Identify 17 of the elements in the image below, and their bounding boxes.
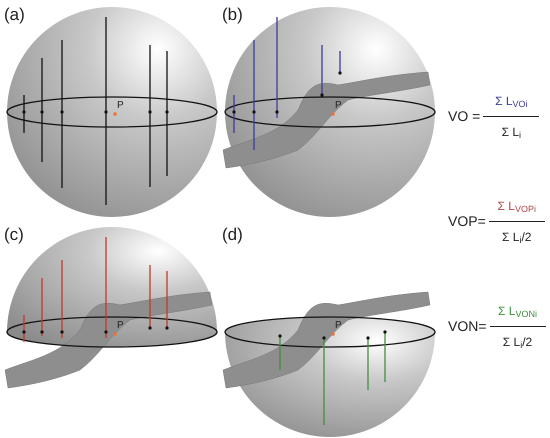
panel-label: (c) [4, 224, 24, 246]
formula-name: VON= [448, 317, 487, 336]
point-label: P [335, 319, 342, 333]
denominator: Σ L$_{i}$/2 [502, 229, 532, 246]
numerator: Σ L$_{VOi}$ [495, 93, 528, 110]
point-label: P [335, 99, 342, 113]
denominator: Σ L$_{i}$/2 [502, 334, 532, 351]
panel-label: (a) [4, 4, 25, 26]
numerator: Σ L$_{VOPi}$ [498, 198, 536, 215]
formula-name: VOP= [448, 212, 486, 231]
panel-label: (d) [222, 224, 243, 246]
formula-name: VO = [448, 107, 480, 126]
point-label: P [117, 319, 124, 333]
point-label: P [117, 99, 124, 113]
denominator: Σ L$_{i}$ [502, 124, 522, 141]
numerator: Σ L$_{VONi}$ [498, 303, 537, 320]
panel-label: (b) [222, 4, 243, 26]
